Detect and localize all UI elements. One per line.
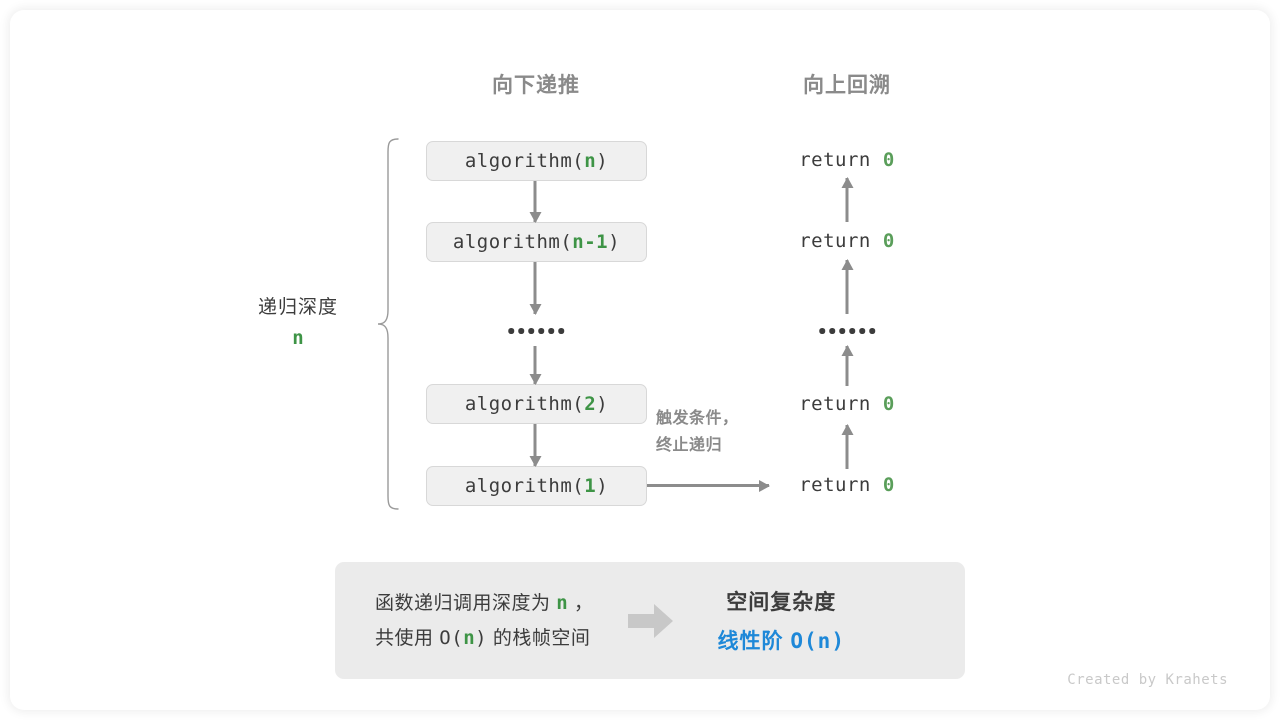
complexity-notation: O(n) [790,629,845,653]
summary-line-2-bigo-open: O( [439,626,464,649]
return-keyword: return [799,474,871,496]
recursion-depth-brace [377,138,399,510]
return-value: 0 [882,393,895,415]
summary-line-2-text-a: 共使用 [375,627,434,649]
base-case-annotation: 触发条件， 终止递归 [656,405,739,459]
call-box-arg: n [584,150,597,172]
call-box-close: ) [608,231,621,253]
call-box-close: ) [596,150,609,172]
down-arrow-4 [533,424,537,466]
complexity-title: 空间复杂度 [726,591,837,614]
summary-panel: 函数递归调用深度为 n ， 共使用 O(n) 的栈帧空间 空间复杂度 线性阶 O… [335,562,965,679]
return-statement-4: return 0 [799,474,895,496]
call-box-fn: algorithm( [464,393,585,415]
return-value: 0 [882,149,895,171]
call-box-close: ) [596,475,609,497]
down-arrow-2 [533,262,537,314]
column-header-backtrack: 向上回溯 [803,74,891,97]
complexity-value: 线性阶 O(n) [718,625,845,655]
call-box-arg: 1 [584,475,597,497]
credit-footer: Created by Krahets [1067,672,1228,688]
call-box-2[interactable]: algorithm(2) [426,384,647,424]
call-box-n-minus-1[interactable]: algorithm(n-1) [426,222,647,262]
return-value: 0 [882,230,895,252]
column-header-descent: 向下递推 [492,74,580,97]
return-keyword: return [799,149,871,171]
right-block-arrow-icon [627,603,673,638]
return-keyword: return [799,393,871,415]
summary-line-2-text-b: 的栈帧空间 [492,627,591,649]
return-statement-1: return 0 [799,149,895,171]
summary-line-2-bigo-close: ) [475,626,488,649]
call-box-arg: 2 [584,393,597,415]
call-box-close: ) [596,393,609,415]
base-case-line-1: 触发条件， [656,410,739,427]
summary-description: 函数递归调用深度为 n ， 共使用 O(n) 的栈帧空间 [375,586,594,656]
recursion-depth-value: n [292,327,304,349]
down-arrow-1 [533,181,537,222]
summary-line-1-variable: n [556,591,569,614]
call-box-n[interactable]: algorithm(n) [426,141,647,181]
complexity-result: 空间复杂度 线性阶 O(n) [718,586,845,655]
summary-line-2-variable: n [463,626,476,649]
diagram-card: 向下递推 向上回溯 递归深度 n algorithm(n) algorithm(… [10,10,1270,710]
base-case-line-2: 终止递归 [656,437,723,454]
summary-line-2: 共使用 O(n) 的栈帧空间 [375,621,594,656]
ellipsis-dots-right [819,328,875,334]
recursion-depth-text: 递归深度 [257,297,339,318]
ellipsis-dots-left [508,328,564,334]
return-value: 0 [882,474,895,496]
complexity-order-name: 线性阶 [717,630,784,653]
recursion-depth-label: 递归深度 n [258,292,338,349]
up-arrow-4 [845,425,849,469]
down-arrow-3 [533,346,537,384]
up-arrow-2 [845,260,849,314]
call-box-fn: algorithm( [464,475,585,497]
return-statement-2: return 0 [799,230,895,252]
base-case-arrow [647,484,769,487]
summary-line-1-text-a: 函数递归调用深度为 [375,592,551,614]
return-statement-3: return 0 [799,393,895,415]
call-box-fn: algorithm( [464,150,585,172]
up-arrow-1 [845,178,849,222]
call-box-arg: n-1 [572,231,609,253]
summary-line-1-text-b: ， [574,592,594,614]
call-box-1[interactable]: algorithm(1) [426,466,647,506]
summary-line-1: 函数递归调用深度为 n ， [375,586,594,621]
up-arrow-3 [845,346,849,386]
return-keyword: return [799,230,871,252]
call-box-fn: algorithm( [452,231,573,253]
